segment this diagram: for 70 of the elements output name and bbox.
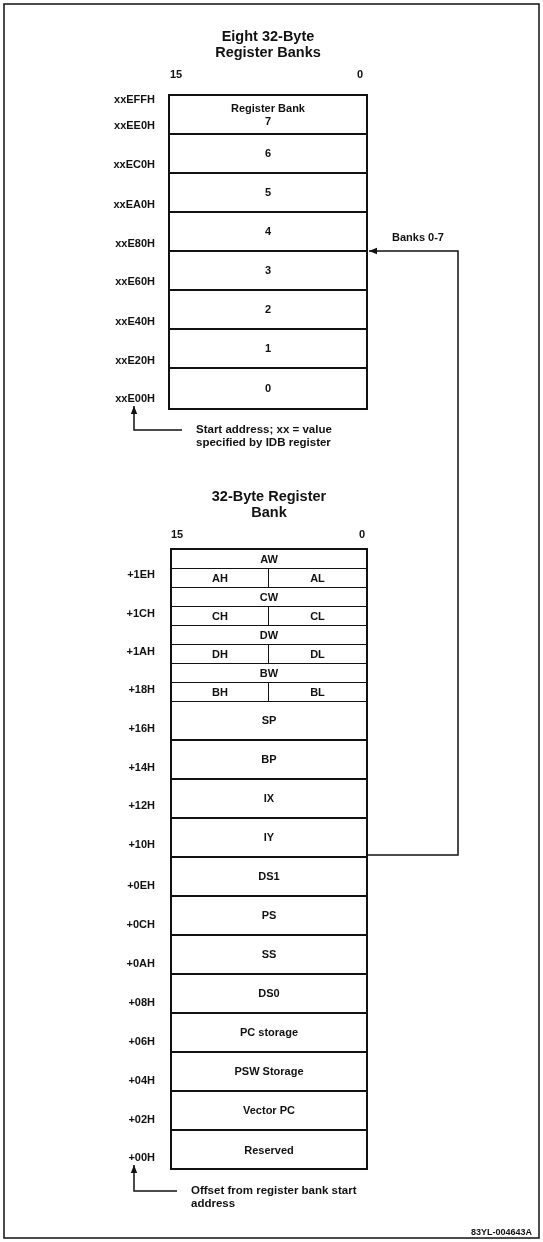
- bit-number: 15: [171, 528, 185, 541]
- offset-label: +1AH: [125, 645, 155, 658]
- leader-note: Offset from register bank start address: [191, 1184, 376, 1210]
- register-cell: AH: [172, 569, 269, 588]
- register-cell: BW: [172, 664, 366, 683]
- address-label: xxE20H: [114, 354, 155, 367]
- register-cell: 2: [170, 291, 366, 330]
- register-cell: IY: [172, 819, 366, 858]
- register-cell: IX: [172, 780, 366, 819]
- bit-number: 15: [170, 68, 184, 81]
- address-label: xxE00H: [80, 392, 155, 405]
- register-cell: AL: [269, 569, 366, 588]
- register-cell: DH: [172, 645, 269, 664]
- figure-number: 83YL-004643A: [469, 1226, 532, 1239]
- register-cell: BP: [172, 741, 366, 780]
- offset-label: +1EH: [126, 568, 155, 581]
- offset-label: +0EH: [126, 879, 155, 892]
- offset-label: +08H: [127, 996, 155, 1009]
- offset-label: +04H: [127, 1074, 155, 1087]
- stack-heading: 32-Byte Register Bank: [211, 488, 327, 520]
- register-cell: PSW Storage: [172, 1053, 366, 1092]
- offset-label: +12H: [127, 799, 155, 812]
- offset-label: +10H: [127, 838, 155, 851]
- register-cell: BH: [172, 683, 269, 702]
- bit-number: 0: [359, 528, 367, 541]
- register-cell: 6: [170, 135, 366, 174]
- register-cell: Reserved: [172, 1131, 366, 1170]
- register-cell: 1: [170, 330, 366, 369]
- address-label: xxEC0H: [112, 158, 155, 171]
- offset-label: +0CH: [125, 918, 155, 931]
- register-cell: Vector PC: [172, 1092, 366, 1131]
- register-cell: 0: [170, 369, 366, 408]
- register-cell: CL: [269, 607, 366, 626]
- address-label: xxE40H: [114, 315, 155, 328]
- register-cell: DL: [269, 645, 366, 664]
- register-cell: SS: [172, 936, 366, 975]
- edge-label: Banks 0-7: [392, 231, 444, 244]
- connector-arrow: [367, 247, 459, 856]
- address-label: xxEFFH: [113, 93, 155, 106]
- address-label: xxE60H: [114, 275, 155, 288]
- leader-note: Start address; xx = value specified by IDB register: [196, 423, 371, 449]
- register-cell: CH: [172, 607, 269, 626]
- register-cell: 4: [170, 213, 366, 252]
- offset-label: +0AH: [125, 957, 155, 970]
- leader-arrow: [130, 405, 183, 431]
- address-label: +00H: [80, 1151, 155, 1164]
- register-cell: DS1: [172, 858, 366, 897]
- offset-label: +14H: [127, 761, 155, 774]
- register-cell: AW: [172, 550, 366, 569]
- register-cell: BL: [269, 683, 366, 702]
- address-label: xxE80H: [114, 237, 155, 250]
- offset-label: +16H: [127, 722, 155, 735]
- address-label: xxEA0H: [112, 198, 155, 211]
- register-cell: Register Bank 7: [170, 96, 366, 135]
- register-cell: DW: [172, 626, 366, 645]
- register-cell: CW: [172, 588, 366, 607]
- offset-label: +18H: [127, 683, 155, 696]
- register-cell: 5: [170, 174, 366, 213]
- stack-heading: Eight 32-Byte Register Banks: [214, 28, 322, 60]
- register-cell: PS: [172, 897, 366, 936]
- offset-label: +06H: [127, 1035, 155, 1048]
- address-label: xxEE0H: [113, 119, 155, 132]
- bit-number: 0: [357, 68, 365, 81]
- register-cell: 3: [170, 252, 366, 291]
- register-cell: DS0: [172, 975, 366, 1014]
- offset-label: +02H: [127, 1113, 155, 1126]
- register-cell: SP: [172, 702, 366, 741]
- register-cell: PC storage: [172, 1014, 366, 1053]
- offset-label: +1CH: [125, 607, 155, 620]
- leader-arrow: [130, 1164, 178, 1192]
